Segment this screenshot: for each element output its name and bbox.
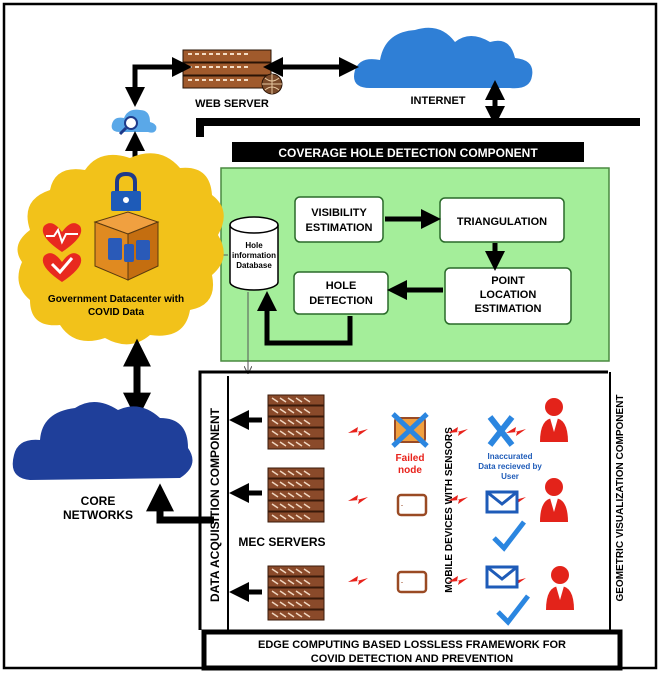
internet-cloud-icon	[354, 27, 533, 89]
hole-database-arrow	[257, 291, 353, 346]
point-label-2: LOCATION	[480, 289, 537, 301]
webserver-search-arrow	[125, 57, 193, 107]
failed-label-1: Failed	[396, 453, 425, 464]
gov-label-2: COVID Data	[88, 307, 145, 318]
user-icon	[546, 566, 574, 610]
footer-box	[201, 629, 623, 671]
check-icon	[496, 594, 530, 626]
hole-detection-box	[293, 271, 389, 315]
hole-label-2: DETECTION	[309, 295, 373, 307]
core-label-1: CORE	[81, 494, 116, 508]
datacenter-box-icon	[93, 211, 160, 281]
search-cloud-icon	[111, 109, 157, 136]
mec-servers-label: MEC SERVERS	[238, 535, 325, 549]
inacc-label-2: Data recieved by	[478, 462, 542, 471]
mec-server-icon	[267, 467, 325, 523]
check-icon	[492, 520, 526, 552]
visibility-label-1: VISIBILITY	[311, 207, 367, 219]
top-connector-bar	[196, 118, 640, 137]
db-label-2: information	[232, 251, 276, 260]
db-label-3: Database	[236, 261, 272, 270]
lock-icon	[111, 171, 141, 211]
lightning-icon	[348, 495, 368, 504]
database-icon	[229, 216, 279, 291]
lightning-icon	[506, 427, 526, 436]
footer-line-1: EDGE COMPUTING BASED LOSSLESS FRAMEWORK …	[258, 639, 566, 651]
inacc-label-1: Inaccurated	[488, 452, 533, 461]
envelope-icon	[485, 490, 519, 514]
point-location-box	[444, 267, 572, 325]
hole-label-1: HOLE	[326, 280, 357, 292]
point-label-1: POINT	[491, 275, 525, 287]
point-label-3: ESTIMATION	[474, 303, 541, 315]
failed-label-2: node	[398, 465, 422, 476]
user-icon	[540, 398, 568, 442]
inacc-label-3: User	[501, 472, 519, 481]
gov-label-1: Government Datacenter with	[48, 294, 184, 305]
internet-label: INTERNET	[411, 95, 466, 107]
mec-server-icon	[267, 394, 325, 450]
failed-x-icon	[391, 412, 429, 448]
lightning-icon	[348, 427, 368, 436]
core-cloud-icon	[12, 401, 193, 480]
visibility-box	[294, 196, 384, 243]
coverage-title-box	[232, 142, 584, 162]
coverage-panel	[220, 167, 610, 362]
footer-line-2: COVID DETECTION AND PREVENTION	[311, 653, 514, 665]
inaccurate-x-icon	[487, 415, 515, 447]
web-server-label: WEB SERVER	[195, 98, 269, 110]
mobile-device-icon	[396, 493, 428, 517]
core-label-2: NETWORKS	[63, 508, 133, 522]
data-acquisition-label: DATA ACQUISITION COMPONENT	[208, 407, 222, 602]
coverage-title: COVERAGE HOLE DETECTION COMPONENT	[278, 146, 538, 160]
mobile-devices-label: MOBILE DEVICES WITH SENSORS	[444, 427, 455, 593]
bottom-section-frame	[198, 370, 608, 630]
envelope-icon	[485, 565, 519, 589]
lightning-icon	[348, 576, 368, 585]
mec-server-icon	[267, 565, 325, 621]
heart-icon	[42, 223, 82, 282]
user-icon	[540, 478, 568, 522]
mec-core-arrow	[146, 483, 214, 524]
triangulation-label: TRIANGULATION	[457, 216, 547, 228]
geometric-visualization-label: GEOMETRIC VISUALIZATION COMPONENT	[615, 394, 626, 601]
visibility-label-2: ESTIMATION	[305, 222, 372, 234]
web-server-icon	[182, 49, 283, 95]
db-label-1: Hole	[245, 241, 263, 250]
mobile-device-icon	[396, 570, 428, 594]
